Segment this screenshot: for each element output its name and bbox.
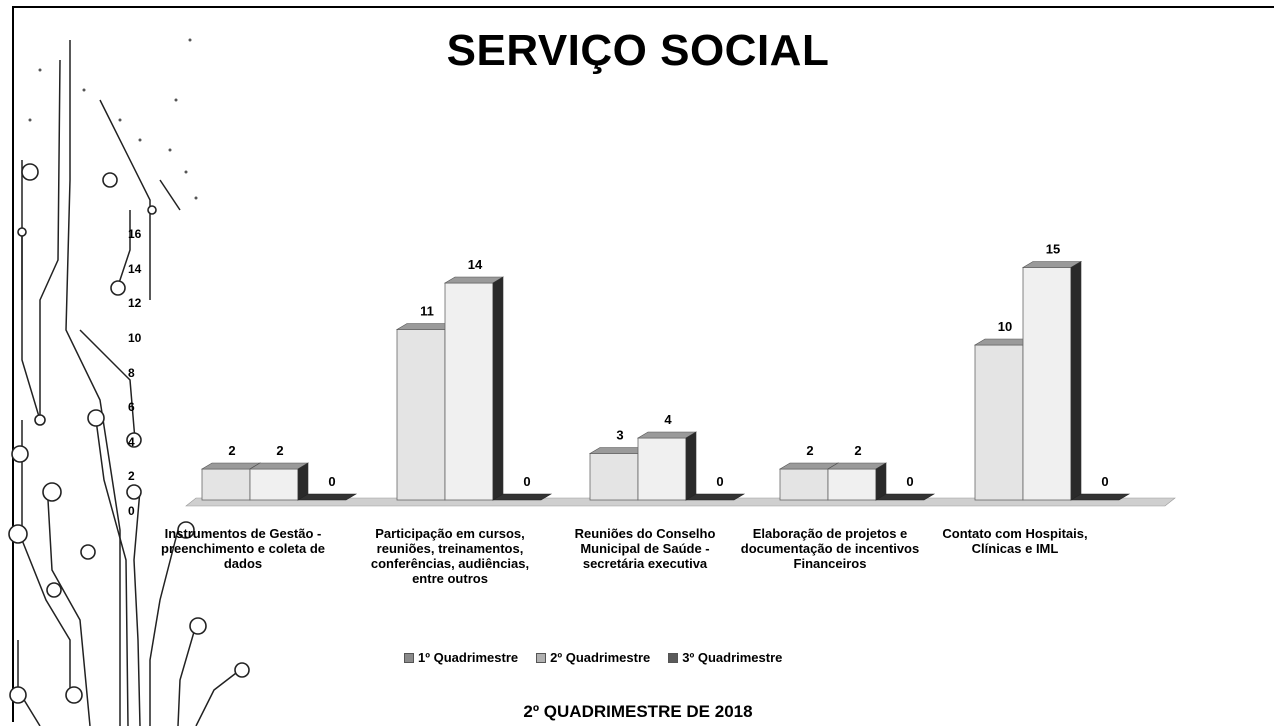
legend: 1º Quadrimestre 2º Quadrimestre 3º Quadrim… [404, 650, 782, 665]
data-label-0-0: 2 [228, 443, 235, 458]
y-tick-14: 14 [128, 261, 142, 276]
y-tick-16: 16 [128, 227, 142, 242]
data-label-1-0: 11 [420, 304, 434, 319]
y-tick-6: 6 [128, 400, 135, 415]
data-label-4-2: 0 [1101, 474, 1108, 489]
category-label-0: Instrumentos de Gestão - preenchimento e… [161, 526, 325, 571]
legend-label-2: 3º Quadrimestre [682, 650, 783, 665]
bar-1-2 [491, 493, 553, 501]
legend-swatch-2 [668, 652, 679, 663]
category-label-4: Contato com Hospitais, Clínicas e IML [942, 526, 1088, 556]
bar-3-2 [874, 493, 936, 501]
legend-label-1: 2º Quadrimestre [550, 650, 651, 665]
y-tick-8: 8 [128, 365, 135, 380]
category-label-1: Participação em cursos, reuniões, treina… [370, 526, 530, 586]
legend-label-0: 1º Quadrimestre [418, 650, 519, 665]
data-label-0-1: 2 [276, 443, 283, 458]
circuit-decoration [8, 38, 250, 726]
data-label-0-2: 0 [328, 474, 335, 489]
legend-swatch-0 [404, 652, 414, 663]
y-tick-4: 4 [128, 434, 135, 449]
data-label-2-0: 3 [616, 428, 623, 443]
data-label-2-1: 4 [664, 412, 672, 427]
bar-0-1 [248, 462, 310, 501]
chart-title: SERVIÇO SOCIAL [446, 26, 830, 75]
data-label-1-2: 0 [523, 474, 530, 489]
data-label-3-1: 2 [854, 443, 861, 458]
legend-item-0: 1º Quadrimestre [404, 650, 518, 665]
data-label-3-2: 0 [906, 474, 913, 489]
bar-0-2 [296, 493, 358, 501]
bar-2-2 [684, 493, 746, 501]
data-label-4-1: 15 [1046, 242, 1060, 257]
bar-4-2 [1069, 493, 1131, 501]
y-tick-10: 10 [128, 331, 142, 345]
data-label-2-2: 0 [716, 474, 723, 489]
bar-2-1 [636, 431, 698, 501]
chart-subtitle: 2º QUADRIMESTRE DE 2018 [523, 702, 753, 721]
legend-item-2: 3º Quadrimestre [668, 650, 782, 665]
category-label-2: Reuniões do Conselho Municipal de Saúde … [574, 526, 716, 571]
y-tick-0: 0 [128, 504, 135, 518]
bar-4-1 [1021, 260, 1083, 501]
bar-3-1 [826, 462, 888, 501]
data-label-4-0: 10 [998, 319, 1012, 334]
data-label-3-0: 2 [806, 443, 813, 458]
category-label-3: Elaboração de projetos e documentação de… [740, 526, 920, 571]
slide-frame [12, 6, 1274, 722]
data-label-1-1: 14 [468, 257, 483, 272]
y-tick-12: 12 [128, 296, 142, 311]
legend-item-1: 2º Quadrimestre [536, 650, 650, 665]
bar-1-1 [443, 276, 505, 501]
y-tick-2: 2 [128, 469, 135, 484]
legend-swatch-1 [536, 652, 547, 663]
